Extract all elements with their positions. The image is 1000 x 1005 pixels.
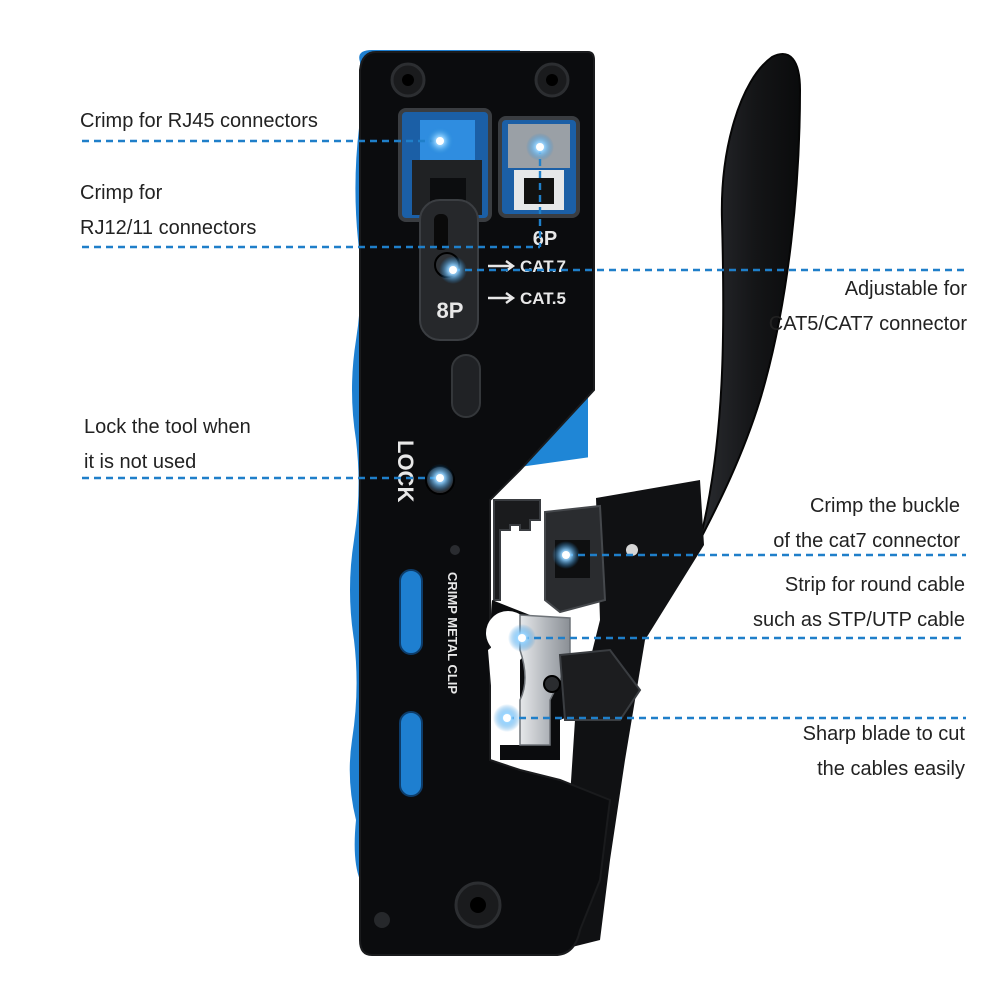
callout-adjustable-line1: Adjustable for bbox=[844, 278, 967, 300]
callout-buckle: Crimp the buckle of the cat7 connector bbox=[773, 489, 960, 559]
callout-rj12-line2: RJ12/11 connectors bbox=[80, 217, 257, 239]
stamp-8p: 8P bbox=[437, 298, 464, 323]
callout-rj12: Crimp for RJ12/11 connectors bbox=[80, 176, 256, 246]
callout-rj12-line1: Crimp for bbox=[80, 182, 163, 204]
stamp-crimp-metal-clip: CRIMP METAL CLIP bbox=[445, 572, 460, 694]
lever-handle bbox=[699, 53, 802, 541]
arrow-cat5-icon bbox=[488, 292, 516, 304]
grip-window-top bbox=[399, 569, 423, 655]
stamp-cat5: CAT.5 bbox=[520, 289, 566, 308]
callout-rj45-line1: Crimp for RJ45 connectors bbox=[80, 110, 318, 132]
callout-strip-line1: Strip for round cable bbox=[784, 574, 965, 596]
stamp-6p: 6P bbox=[533, 228, 557, 250]
rj45-crimp-slot bbox=[398, 108, 492, 222]
callout-blade-line2: the cables easily bbox=[817, 758, 965, 780]
stamp-lock: LOCK bbox=[393, 440, 418, 502]
arrow-cat7-icon bbox=[488, 260, 516, 272]
stripper-and-blade bbox=[486, 600, 642, 760]
callout-lock-line1: Lock the tool when bbox=[84, 416, 251, 438]
grip-window-bottom bbox=[399, 711, 423, 797]
leader-lines bbox=[82, 139, 966, 720]
callout-buckle-line1: Crimp the buckle bbox=[809, 495, 960, 517]
callout-strip-line2: such as STP/UTP cable bbox=[753, 609, 965, 631]
stamp-cat7: CAT.7 bbox=[520, 257, 566, 276]
callout-blade: Sharp blade to cut the cables easily bbox=[803, 717, 965, 787]
callout-strip: Strip for round cable such as STP/UTP ca… bbox=[753, 568, 965, 638]
callout-lock: Lock the tool when it is not used bbox=[84, 410, 251, 480]
guide-slot bbox=[451, 354, 481, 418]
callout-buckle-line2: of the cat7 connector bbox=[773, 530, 960, 552]
rivets bbox=[374, 62, 570, 929]
small-screw bbox=[450, 545, 460, 555]
callout-adjustable: Adjustable for CAT5/CAT7 connector bbox=[769, 272, 967, 342]
callout-adjustable-line2: CAT5/CAT7 connector bbox=[768, 313, 967, 335]
callout-markers bbox=[426, 127, 580, 732]
callout-lock-line2: it is not used bbox=[84, 451, 197, 473]
rj12-crimp-slot bbox=[498, 116, 580, 218]
callout-rj45: Crimp for RJ45 connectors bbox=[80, 104, 318, 139]
callout-blade-line1: Sharp blade to cut bbox=[802, 723, 965, 745]
